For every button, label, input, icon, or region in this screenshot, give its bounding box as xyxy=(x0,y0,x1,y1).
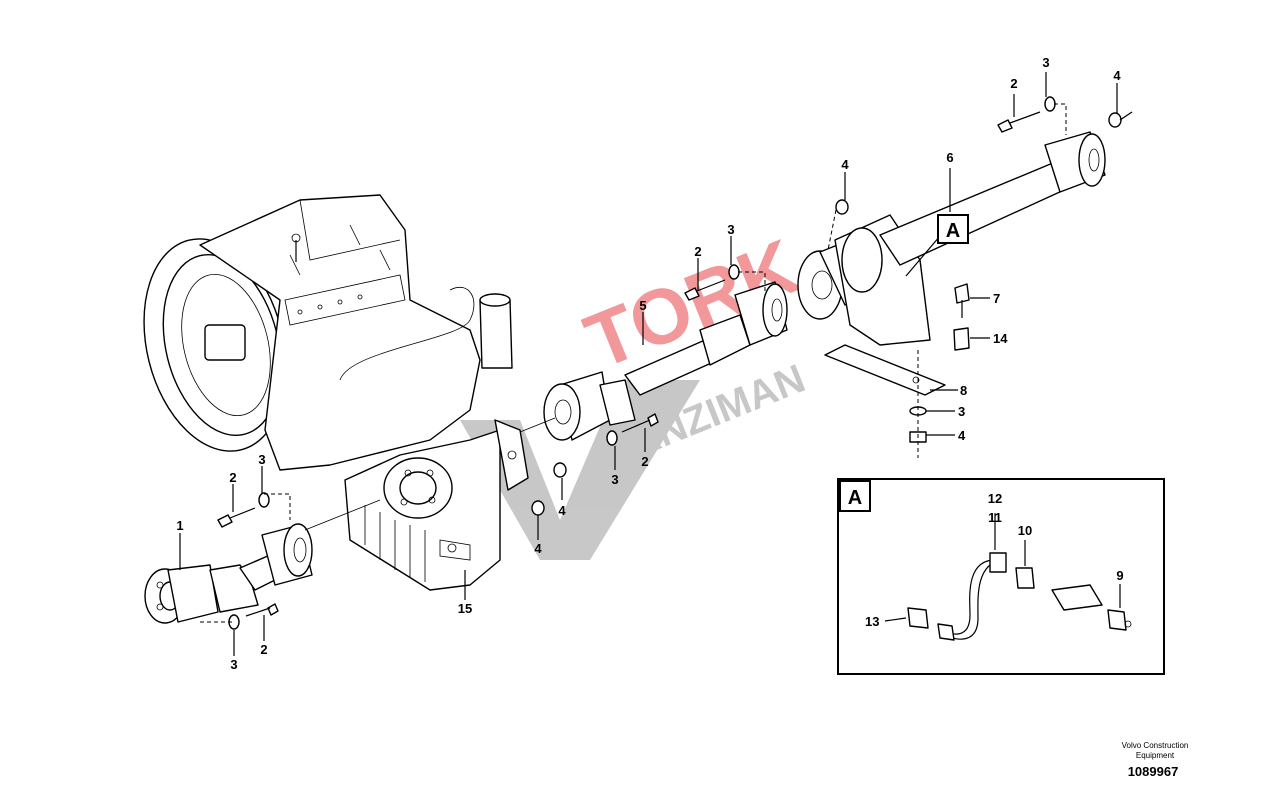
callout-2: 2 xyxy=(260,642,267,657)
watermark-check-mark xyxy=(460,380,700,560)
detail-a-label: A xyxy=(848,487,862,509)
callout-2: 2 xyxy=(641,454,648,469)
rear-propeller-shaft xyxy=(797,131,1106,396)
callout-3: 3 xyxy=(611,472,618,487)
callout-labels: 1 2 3 3 2 15 5 2 3 4 4 3 2 4 6 2 3 4 7 1… xyxy=(176,55,1123,672)
view-a-marker: A xyxy=(937,214,969,244)
callout-11: 11 xyxy=(988,510,1002,525)
callout-3: 3 xyxy=(258,452,265,467)
fasteners xyxy=(217,96,1122,630)
callout-2: 2 xyxy=(229,470,236,485)
callout-10: 10 xyxy=(1018,523,1032,538)
detail-a-box: A xyxy=(837,478,1165,675)
callout-4: 4 xyxy=(534,541,542,556)
callout-12: 12 xyxy=(988,491,1002,506)
view-a-label: A xyxy=(946,220,960,242)
callout-13: 13 xyxy=(865,614,879,629)
callout-3: 3 xyxy=(1042,55,1049,70)
leader-lines xyxy=(179,72,1133,656)
callout-14: 14 xyxy=(993,331,1008,346)
callout-1: 1 xyxy=(176,518,183,533)
callout-2: 2 xyxy=(1010,76,1017,91)
callout-2: 2 xyxy=(694,244,701,259)
drawing-footer: Volvo Construction Equipment 1089967 xyxy=(1122,741,1189,779)
callout-7: 7 xyxy=(993,291,1000,306)
callout-4: 4 xyxy=(558,503,566,518)
callout-8: 8 xyxy=(960,383,967,398)
company-name-line1: Volvo Construction xyxy=(1122,741,1189,750)
drawing-number: 1089967 xyxy=(1128,764,1179,779)
transmission-housing xyxy=(143,194,529,591)
callout-3: 3 xyxy=(727,222,734,237)
watermark-logo: TORK ŞANZIMAN xyxy=(460,222,811,560)
callout-15: 15 xyxy=(458,601,472,616)
callout-6: 6 xyxy=(946,150,953,165)
callout-9: 9 xyxy=(1116,568,1123,583)
callout-4: 4 xyxy=(1113,68,1121,83)
callout-3: 3 xyxy=(958,404,965,419)
callout-4: 4 xyxy=(841,157,849,172)
callout-4: 4 xyxy=(958,428,966,443)
middle-propeller-shaft xyxy=(519,281,788,441)
front-propeller-shaft xyxy=(144,499,381,624)
callout-3: 3 xyxy=(230,657,237,672)
company-name-line2: Equipment xyxy=(1136,751,1175,760)
callout-5: 5 xyxy=(639,298,646,313)
